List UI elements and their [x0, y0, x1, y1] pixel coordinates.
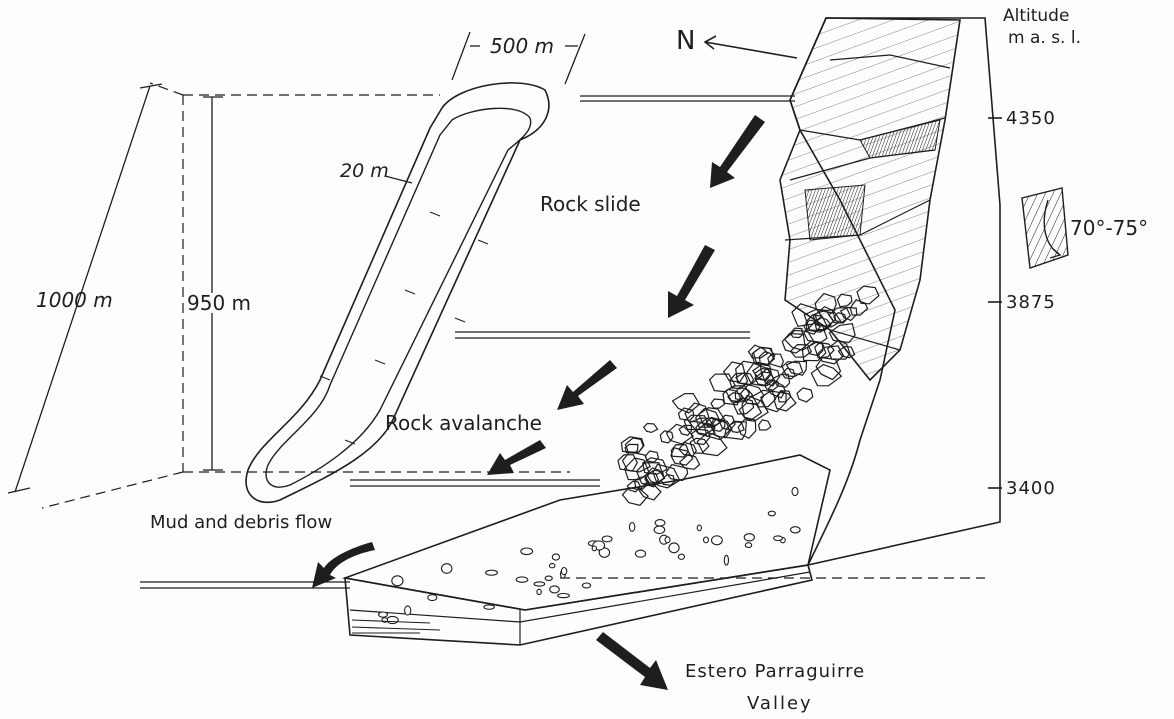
altitude-3400: 3400 — [1006, 480, 1056, 498]
pebble — [484, 605, 494, 609]
north-arrow — [705, 36, 797, 58]
pebble — [387, 616, 398, 623]
pebble — [545, 576, 552, 580]
pebble — [516, 577, 528, 582]
pebble — [745, 543, 751, 548]
boulder — [679, 425, 691, 435]
pebble — [405, 606, 411, 615]
pebble — [550, 564, 555, 568]
boulder — [797, 388, 813, 402]
pebble — [768, 511, 775, 516]
width-dimension-label: 500 m — [490, 36, 554, 56]
boulder — [774, 391, 796, 411]
dip-angle-label: 70°-75° — [1070, 218, 1148, 238]
pebble — [537, 589, 541, 594]
pebble — [697, 525, 701, 531]
boulder — [787, 361, 807, 375]
rock-avalanche-label: Rock avalanche — [385, 413, 542, 433]
north-label: N — [676, 28, 695, 54]
valley-label-line1: Estero Parraguirre — [685, 663, 865, 681]
pebble — [724, 555, 728, 565]
pebble — [392, 576, 403, 586]
length-dimension-label: 1000 m — [36, 290, 113, 310]
pebble — [379, 612, 388, 617]
rock-slide-label: Rock slide — [540, 194, 641, 214]
altitude-title-line1: Altitude — [1003, 8, 1069, 25]
boulder — [759, 420, 771, 430]
mud-debris-flow-label: Mud and debris flow — [150, 514, 332, 532]
pebble — [521, 548, 533, 555]
debris-flow — [345, 455, 830, 645]
pebble — [582, 583, 590, 588]
pebble — [655, 520, 665, 526]
boulder — [691, 429, 710, 444]
boulder — [711, 399, 725, 408]
pebble — [442, 564, 452, 574]
pebble — [654, 526, 665, 533]
pebble — [678, 554, 684, 559]
pebble — [602, 536, 612, 542]
pebble — [712, 536, 723, 545]
boulder — [618, 455, 637, 471]
pebble — [561, 568, 566, 575]
pebble — [704, 537, 709, 543]
mountain-face — [780, 18, 1000, 565]
pebble — [635, 550, 645, 557]
altitude-4350: 4350 — [1006, 110, 1056, 128]
pebble — [665, 537, 670, 543]
pebble — [550, 586, 560, 593]
altitude-3875: 3875 — [1006, 294, 1056, 312]
arrow-rock-avalanche-2 — [487, 440, 546, 475]
arrow-valley — [596, 632, 668, 690]
pebble — [534, 582, 545, 586]
dip-symbol — [1022, 188, 1068, 268]
pebble — [744, 534, 754, 541]
thickness-dimension-label: 20 m — [340, 162, 389, 181]
boulder — [816, 358, 840, 380]
pebble — [552, 554, 559, 560]
pebble — [792, 487, 798, 495]
arrow-rock-slide-2 — [668, 245, 715, 318]
boulder — [724, 362, 745, 382]
boulder — [710, 374, 736, 392]
arrow-rock-avalanche-1 — [557, 360, 617, 410]
boulder — [644, 424, 658, 433]
altitude-title-line2: m a. s. l. — [1008, 30, 1081, 47]
flow-arrows — [312, 115, 765, 690]
boulder — [645, 451, 658, 462]
pebble — [558, 594, 570, 598]
boulder — [768, 354, 784, 367]
rock-slab — [246, 83, 549, 502]
arrow-rock-slide-1 — [710, 115, 765, 188]
pebble — [774, 536, 783, 541]
pebble — [629, 523, 634, 532]
height-dimension-label: 950 m — [187, 293, 251, 313]
pebble — [428, 595, 437, 601]
pebble — [592, 546, 596, 551]
pebble — [486, 570, 498, 575]
boulder-pile — [618, 286, 879, 505]
pebble — [669, 543, 679, 553]
valley-label-line2: Valley — [747, 695, 813, 713]
pebble — [791, 527, 801, 533]
